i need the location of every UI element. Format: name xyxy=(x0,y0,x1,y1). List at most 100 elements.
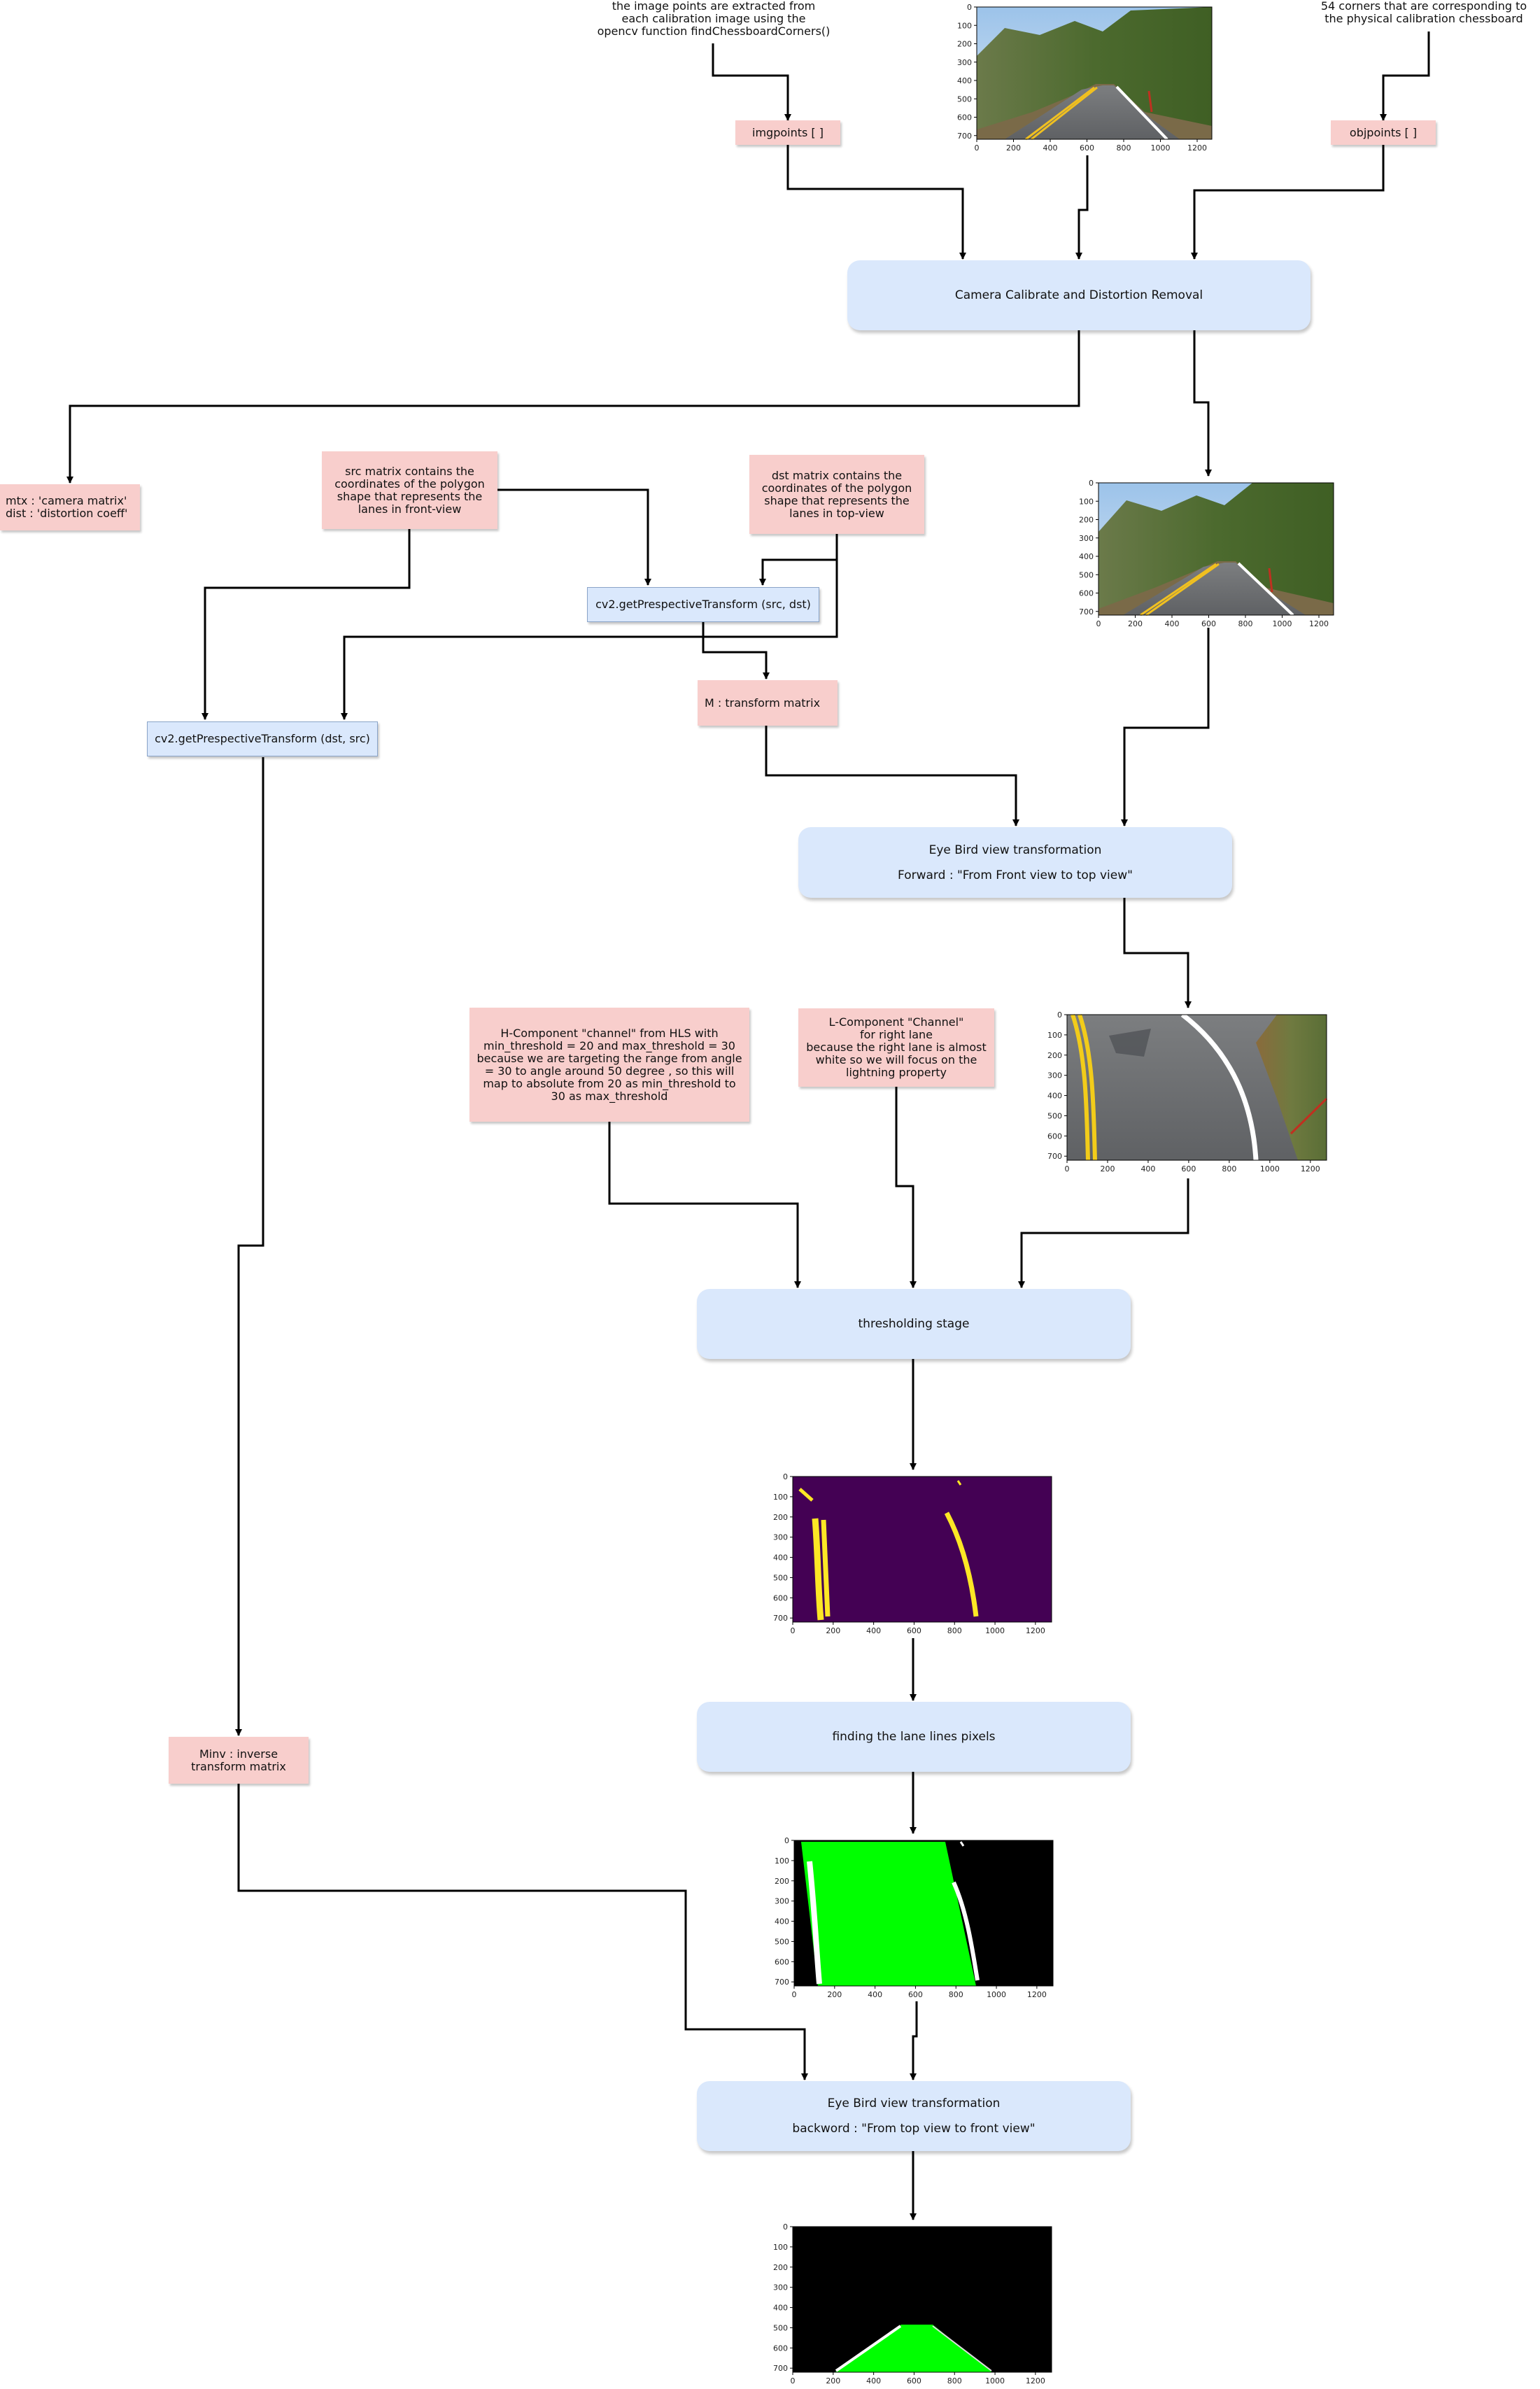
x-tick-label: 0 xyxy=(1096,619,1101,628)
y-tick-label: 600 xyxy=(1047,1132,1062,1141)
y-tick-label: 0 xyxy=(1057,1010,1062,1020)
edge-undistorted-to-birdeye-fwd xyxy=(1121,628,1210,826)
y-tick-label: 0 xyxy=(783,1472,788,1481)
y-tick-label: 400 xyxy=(773,2304,788,2313)
plot-frame xyxy=(976,6,1213,141)
x-tick-label: 600 xyxy=(908,1990,923,1999)
y-tick-label: 700 xyxy=(1079,607,1094,616)
y-tick-label: 500 xyxy=(775,1937,789,1946)
y-tick-label: 500 xyxy=(1047,1111,1062,1120)
edge-dst-to-persp-inv xyxy=(341,534,838,720)
minv-box[interactable]: Minv : inverse transform matrix xyxy=(169,1737,309,1784)
birdeye-fwd-box[interactable]: Eye Bird view transformation Forward : "… xyxy=(798,827,1232,898)
x-tick-label: 1000 xyxy=(985,1626,1005,1635)
edge-note-to-objpoints xyxy=(1380,31,1430,121)
l-component-box[interactable]: L-Component "Channel" for right lane bec… xyxy=(798,1008,994,1087)
x-tick-label: 200 xyxy=(826,2376,840,2386)
dst-note-box[interactable]: dst matrix contains the coordinates of t… xyxy=(749,455,924,534)
edge-m-to-birdeye-fwd xyxy=(765,726,1019,826)
edge-h-to-threshold xyxy=(608,1122,801,1288)
x-tick-label: 0 xyxy=(1065,1164,1070,1174)
x-tick-label: 1000 xyxy=(987,1990,1006,1999)
x-tick-label: 600 xyxy=(907,2376,921,2386)
x-tick-label: 1200 xyxy=(1026,2376,1045,2386)
plot-frame xyxy=(793,1840,1054,1987)
y-tick-label: 500 xyxy=(773,1573,788,1582)
y-tick-label: 0 xyxy=(967,3,972,12)
edge-lanefill-to-birdeye-bwd xyxy=(910,2001,918,2080)
y-tick-label: 700 xyxy=(957,132,972,141)
edge-calibrate-to-undistorted xyxy=(1193,330,1212,477)
y-tick-label: 400 xyxy=(957,76,972,85)
thresholding-box[interactable]: thresholding stage xyxy=(697,1289,1131,1359)
x-tick-label: 200 xyxy=(1100,1164,1115,1174)
calibrate-box[interactable]: Camera Calibrate and Distortion Removal xyxy=(847,260,1311,330)
x-tick-label: 1200 xyxy=(1026,1626,1045,1635)
x-tick-label: 200 xyxy=(827,1990,842,1999)
y-tick-label: 400 xyxy=(773,1553,788,1563)
h-component-box[interactable]: H-Component "channel" from HLS with min_… xyxy=(469,1008,749,1122)
x-tick-label: 1000 xyxy=(1151,143,1171,153)
objpoints-box[interactable]: objpoints [ ] xyxy=(1331,120,1436,145)
y-tick-label: 600 xyxy=(957,113,972,122)
y-tick-label: 600 xyxy=(1079,589,1094,598)
x-tick-label: 400 xyxy=(1165,619,1180,628)
edge-image-to-calibrate xyxy=(1075,155,1089,260)
m-matrix-box[interactable]: M : transform matrix xyxy=(698,680,838,726)
edge-minv-to-birdeye-bwd xyxy=(237,1784,808,2080)
y-tick-label: 100 xyxy=(773,1493,788,1502)
x-tick-label: 1200 xyxy=(1301,1164,1320,1174)
x-tick-label: 800 xyxy=(949,1990,963,1999)
edge-objpoints-to-calibrate xyxy=(1191,145,1385,260)
x-tick-label: 1000 xyxy=(985,2376,1005,2386)
y-tick-label: 200 xyxy=(957,40,972,49)
y-tick-label: 200 xyxy=(773,1513,788,1522)
x-tick-label: 200 xyxy=(1006,143,1021,153)
x-tick-label: 1000 xyxy=(1260,1164,1280,1174)
x-tick-label: 600 xyxy=(907,1626,921,1635)
edge-warped-to-threshold xyxy=(1018,1178,1189,1288)
y-tick-label: 200 xyxy=(1079,516,1094,525)
x-tick-label: 400 xyxy=(1043,143,1058,153)
src-note-box[interactable]: src matrix contains the coordinates of t… xyxy=(322,451,497,529)
finding-pixels-box[interactable]: finding the lane lines pixels xyxy=(697,1702,1131,1772)
edge-persp-fwd-to-m xyxy=(702,621,770,679)
x-tick-label: 1200 xyxy=(1187,143,1207,153)
mtx-dist-box[interactable]: mtx : 'camera matrix' dist : 'distortion… xyxy=(0,484,140,530)
y-tick-label: 300 xyxy=(957,58,972,67)
x-tick-label: 600 xyxy=(1181,1164,1196,1174)
x-tick-label: 200 xyxy=(1128,619,1143,628)
x-tick-label: 400 xyxy=(1140,1164,1155,1174)
x-tick-label: 1200 xyxy=(1309,619,1329,628)
y-tick-label: 300 xyxy=(1047,1071,1062,1080)
y-tick-label: 400 xyxy=(1079,552,1094,561)
y-tick-label: 300 xyxy=(773,2283,788,2292)
imgpoints-box[interactable]: imgpoints [ ] xyxy=(735,120,840,145)
x-tick-label: 1200 xyxy=(1027,1990,1047,1999)
x-tick-label: 400 xyxy=(868,1990,882,1999)
y-tick-label: 200 xyxy=(1047,1051,1062,1060)
y-tick-label: 0 xyxy=(784,1836,789,1845)
edge-l-to-threshold xyxy=(895,1087,917,1288)
y-tick-label: 200 xyxy=(775,1877,789,1886)
y-tick-label: 500 xyxy=(773,2323,788,2332)
objpoints-note: 54 corners that are corresponding to the… xyxy=(1320,0,1527,25)
edge-note-to-imgpoints xyxy=(712,43,791,121)
y-tick-label: 700 xyxy=(775,1978,789,1987)
y-tick-label: 600 xyxy=(773,2344,788,2353)
birdeye-bwd-box[interactable]: Eye Bird view transformation backword : … xyxy=(697,2081,1131,2151)
plot-frame xyxy=(792,1476,1052,1623)
persp-inv-box[interactable]: cv2.getPrespectiveTransform (dst, src) xyxy=(147,721,378,756)
y-tick-label: 500 xyxy=(957,94,972,104)
x-tick-label: 800 xyxy=(1117,143,1131,153)
persp-fwd-box[interactable]: cv2.getPrespectiveTransform (src, dst) xyxy=(587,587,819,622)
